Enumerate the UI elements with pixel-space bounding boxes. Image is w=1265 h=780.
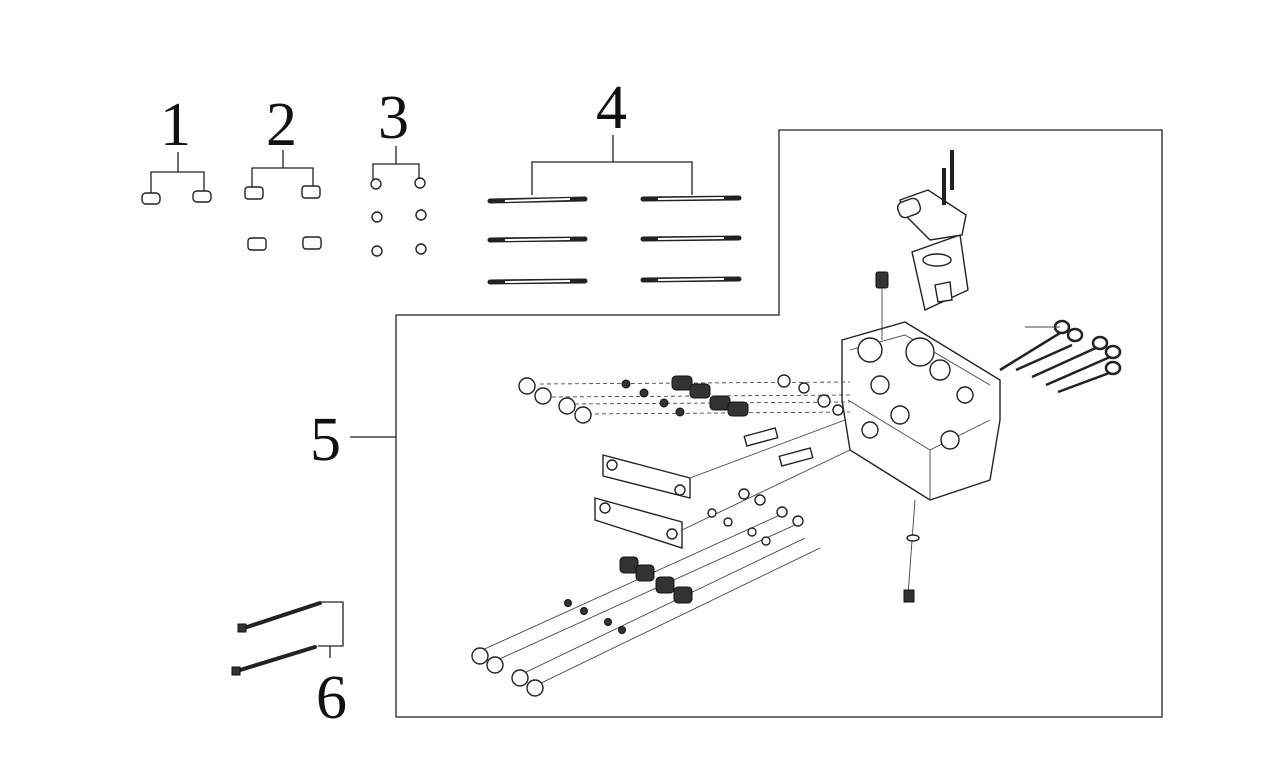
callout-number-1: 5 — [310, 406, 341, 474]
part-group-4 — [141, 152, 212, 205]
part-group-6 — [231, 601, 344, 676]
callout-number-5: 2 — [266, 91, 297, 159]
callout-number-6: 6 — [316, 664, 347, 732]
assembly-frame — [395, 129, 1163, 718]
part-group-3 — [370, 146, 427, 257]
part-group-2 — [487, 135, 742, 285]
callout-number-2: 4 — [596, 74, 627, 142]
cylinder-head-assembly — [471, 150, 1122, 697]
callout-number-3: 3 — [378, 84, 409, 152]
callout-number-4: 1 — [160, 91, 191, 159]
part-group-5 — [244, 150, 322, 251]
